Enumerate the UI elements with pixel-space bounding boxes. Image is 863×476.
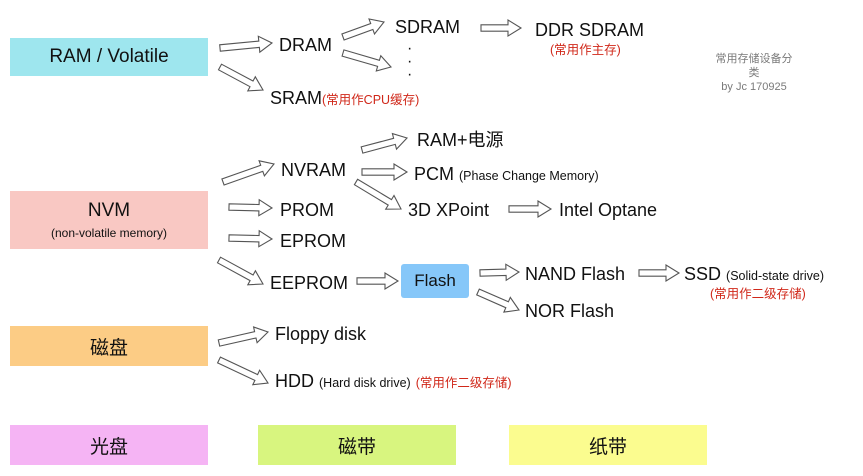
arrow-eeprom-to-flash <box>356 272 400 290</box>
category-disk: 磁盘 <box>10 326 208 366</box>
node-floppy-disk: Floppy disk <box>275 324 367 344</box>
node-nor-flash: NOR Flash <box>525 301 615 321</box>
credit-title: 常用存储设备分类 <box>715 53 793 79</box>
credit-author: by Jc 170925 <box>721 81 787 93</box>
node-ram-power: RAM+电源 <box>417 130 504 150</box>
arrow-flash-to-nand <box>479 263 521 282</box>
node-ssd-sub: (Solid-state drive) <box>726 269 824 283</box>
node-sram-note: (常用作CPU缓存) <box>322 93 420 107</box>
category-paper-tape: 纸带 <box>509 425 707 465</box>
category-sublabel: (non-volatile memory) <box>50 226 168 240</box>
arrow-nvm-to-eprom <box>228 229 274 248</box>
arrow-xpoint-to-optane <box>508 200 553 218</box>
arrow-ram-to-sram <box>217 63 264 92</box>
node-ssd: SSD (Solid-state drive) <box>684 265 824 283</box>
arrow-dram-to-dots <box>341 49 393 72</box>
node-3d-xpoint: 3D XPoint <box>408 200 490 220</box>
arrow-nvm-to-nvram <box>221 160 275 186</box>
category-label: 磁带 <box>337 436 376 458</box>
node-ellipsis: · · · <box>407 40 413 83</box>
node-ssd-label: SSD <box>684 264 722 284</box>
node-eeprom: EEPROM <box>270 273 349 293</box>
category-optical-disc: 光盘 <box>10 425 208 465</box>
node-hdd-label: HDD <box>275 371 314 391</box>
node-nand-flash: NAND Flash <box>525 264 626 284</box>
category-label: NVM <box>87 200 131 221</box>
node-ddr-note: (常用作主存) <box>550 43 621 57</box>
node-hdd-sub: (Hard disk drive) <box>319 376 411 390</box>
node-ssd-note: (常用作二级存储) <box>710 287 806 301</box>
credit: 常用存储设备分类 by Jc 170925 <box>712 52 796 94</box>
node-hdd-note: (常用作二级存储) <box>415 376 512 390</box>
arrow-nvram-to-ram-power <box>360 132 409 154</box>
node-sram-label: SRAM <box>270 88 323 108</box>
node-prom: PROM <box>280 200 334 220</box>
arrow-nvram-to-xpoint <box>353 178 402 210</box>
node-dram: DRAM <box>279 35 332 55</box>
arrow-disk-to-hdd <box>216 356 269 386</box>
node-sdram: SDRAM <box>395 17 461 37</box>
node-ddr-sdram: DDR SDRAM <box>535 20 645 40</box>
node-intel-optane: Intel Optane <box>559 200 658 220</box>
category-label: RAM / Volatile <box>49 46 169 67</box>
category-ram-volatile: RAM / Volatile <box>10 38 208 76</box>
node-nvram: NVRAM <box>281 160 347 180</box>
arrow-ram-to-dram <box>219 35 274 54</box>
category-nvm: NVM (non-volatile memory) <box>10 191 208 249</box>
node-flash: Flash <box>401 264 469 298</box>
category-label: 光盘 <box>89 436 128 458</box>
arrow-nvram-to-pcm <box>361 163 409 181</box>
node-hdd: HDD (Hard disk drive) (常用作二级存储) <box>275 372 512 390</box>
arrow-disk-to-floppy <box>217 326 270 347</box>
node-pcm: PCM (Phase Change Memory) <box>414 165 599 183</box>
node-eprom: EPROM <box>280 231 347 251</box>
node-pcm-label: PCM <box>414 164 454 184</box>
arrow-flash-to-nor <box>475 288 520 313</box>
arrow-nand-to-ssd <box>638 264 681 282</box>
arrow-nvm-to-prom <box>228 198 274 217</box>
arrow-sdram-to-ddr <box>480 19 523 37</box>
category-label: 纸带 <box>588 436 627 458</box>
node-flash-label: Flash <box>414 271 456 290</box>
arrow-nvm-to-eeprom <box>216 256 264 286</box>
node-sram: SRAM(常用作CPU缓存) <box>270 89 419 107</box>
category-magnetic-tape: 磁带 <box>258 425 456 465</box>
node-pcm-sub: (Phase Change Memory) <box>459 169 599 183</box>
arrow-dram-to-sdram <box>341 18 385 41</box>
category-label: 磁盘 <box>89 337 128 359</box>
